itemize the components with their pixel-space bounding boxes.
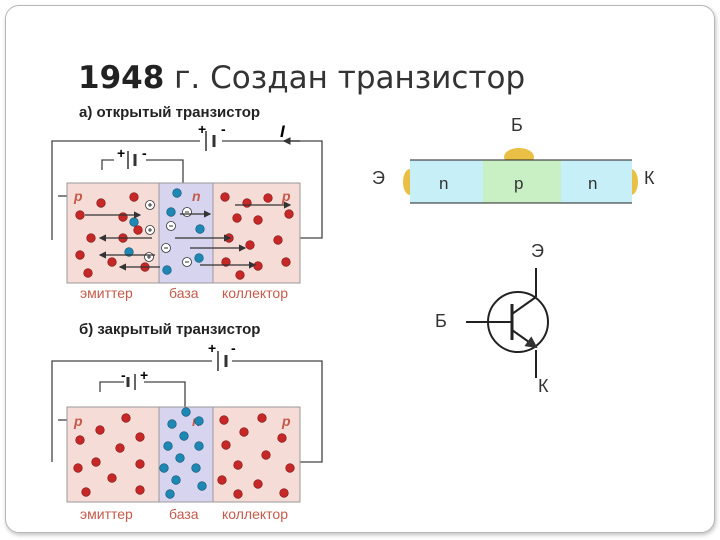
open-caption: а) открытый транзистор [79, 104, 260, 121]
open-flow-arrows [85, 201, 292, 271]
open-collector-label: коллектор [222, 285, 288, 301]
symbol-collector-label: К [538, 376, 549, 396]
open-outer-battery [205, 131, 216, 151]
closed-outer-minus: - [231, 340, 236, 356]
closed-base-label: база [169, 506, 199, 522]
slide-title: 1948 г. Создан транзистор [78, 60, 525, 96]
title-text: г. Создан транзистор [164, 60, 526, 96]
open-p-left-label: p [73, 188, 83, 204]
closed-outer-plus: + [208, 340, 216, 356]
npn-strip-diagram: n p n Б Э К [372, 115, 655, 204]
symbol-base-label: Б [435, 311, 447, 331]
open-outer-plus: + [198, 121, 206, 137]
closed-p-right-label: p [281, 413, 291, 429]
open-carriers [75, 188, 294, 280]
open-emitter-label: эмиттер [80, 285, 133, 301]
strip-p-label: p [514, 174, 523, 193]
open-outer-minus: - [221, 121, 226, 137]
closed-inner-plus: + [140, 367, 148, 383]
open-base-label: база [169, 285, 199, 301]
closed-inner-minus: - [121, 367, 126, 383]
open-inner-plus: + [117, 145, 125, 161]
strip-n-left-label: n [439, 174, 448, 193]
closed-inner-battery [126, 374, 136, 390]
title-year: 1948 [78, 60, 165, 96]
closed-collector-label: коллектор [222, 506, 288, 522]
strip-collector-label: К [644, 168, 655, 188]
closed-outer-battery [217, 351, 228, 371]
current-label: I [280, 122, 286, 141]
strip-n-left [410, 160, 483, 203]
strip-n-right-label: n [588, 174, 597, 193]
closed-emitter-label: эмиттер [80, 506, 133, 522]
open-transistor-diagram: а) открытый транзистор + - I + - p n [51, 104, 323, 301]
open-outer-circuit [51, 140, 323, 240]
closed-caption: б) закрытый транзистор [79, 321, 260, 338]
closed-emitter-region [66, 406, 160, 503]
open-inner-battery [127, 151, 137, 169]
closed-outer-circuit [51, 360, 323, 463]
open-n-label: n [192, 188, 201, 204]
strip-n-right [561, 160, 632, 203]
closed-p-left-label: p [73, 413, 83, 429]
closed-transistor-diagram: б) закрытый транзистор + - - + p n p [51, 321, 323, 522]
closed-carriers [73, 407, 295, 499]
strip-base-label: Б [511, 115, 523, 135]
symbol-emitter-label: Э [531, 241, 544, 261]
open-inner-minus: - [142, 145, 147, 161]
transistor-symbol: Э Б К [435, 241, 549, 396]
strip-p-middle [483, 160, 561, 203]
strip-emitter-label: Э [372, 168, 385, 188]
open-p-right-label: p [281, 188, 291, 204]
